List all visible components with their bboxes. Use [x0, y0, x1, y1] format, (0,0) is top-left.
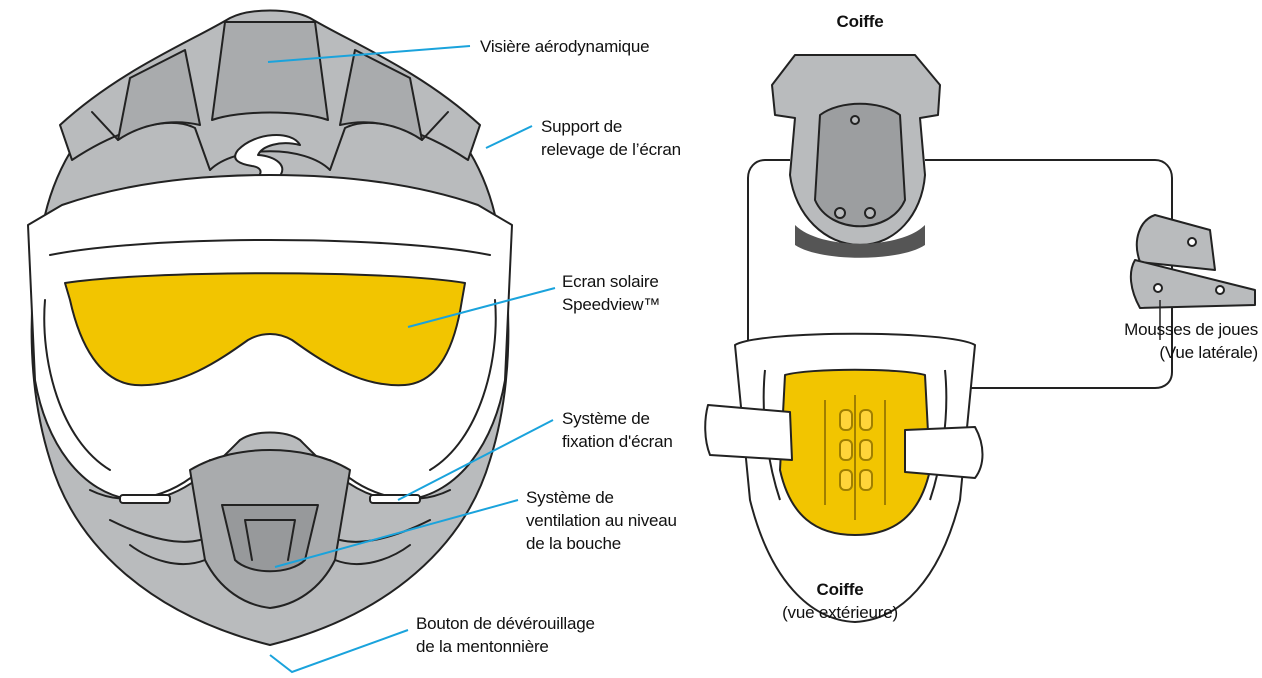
right-tab: [905, 427, 983, 478]
label-shield-mount: Système de fixation d'écran: [562, 407, 673, 453]
label-aero-peak: Visière aérodynamique: [480, 35, 649, 58]
helmet-front-illustration: [28, 11, 512, 646]
mouth-vent: [222, 505, 318, 571]
label-mouth-vent: Système de ventilation au niveau de la b…: [526, 486, 677, 555]
top-liner-center: [815, 104, 905, 227]
label-visor-lift: Support de relevage de l’écran: [541, 115, 681, 161]
left-tab: [705, 405, 792, 460]
leader-visor-lift: [486, 126, 532, 148]
shield-mount-left: [120, 495, 170, 503]
shield-mount-right: [370, 495, 420, 503]
label-sun-visor: Ecran solaire Speedview™: [562, 270, 660, 316]
label-chin-release: Bouton de dévérouillage de la mentonnièr…: [416, 612, 595, 658]
label-liner-top: Coiffe: [805, 10, 915, 33]
peak-center-fin: [212, 22, 328, 120]
label-liner-bottom: Coiffe (vue extérieure): [760, 578, 920, 624]
cheek-pad-upper: [1137, 215, 1215, 270]
label-cheek-pads: Mousses de joues (Vue latérale): [1060, 318, 1258, 364]
